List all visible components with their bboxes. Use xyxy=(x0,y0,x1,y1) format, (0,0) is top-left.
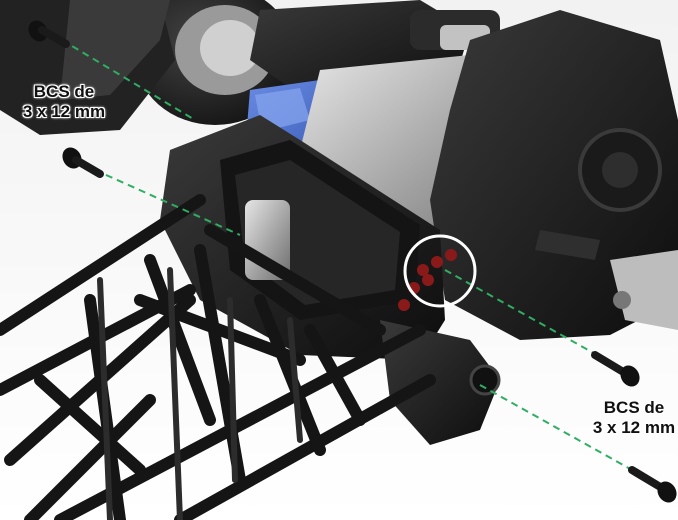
gear-cover xyxy=(430,10,678,340)
screw-icon xyxy=(62,147,104,178)
screw-callout-bottom-right: BCS de 3 x 12 mm xyxy=(578,398,678,438)
callout-label-line2: 3 x 12 mm xyxy=(592,418,676,437)
callout-label-line1: BCS de xyxy=(603,398,665,417)
highlight-circle xyxy=(403,234,477,308)
side-bracket xyxy=(610,250,678,330)
screw-icon xyxy=(628,466,677,503)
screw-callout-top-left: BCS de 3 x 12 mm xyxy=(8,82,120,122)
suspension-arm-mount xyxy=(380,320,500,445)
screw-icon xyxy=(28,20,70,48)
mounting-holes xyxy=(398,249,457,311)
callout-label-line1: BCS de xyxy=(33,82,95,101)
guide-lines xyxy=(61,39,651,481)
callout-label-line2: 3 x 12 mm xyxy=(22,102,106,121)
screw-icon xyxy=(591,351,640,387)
